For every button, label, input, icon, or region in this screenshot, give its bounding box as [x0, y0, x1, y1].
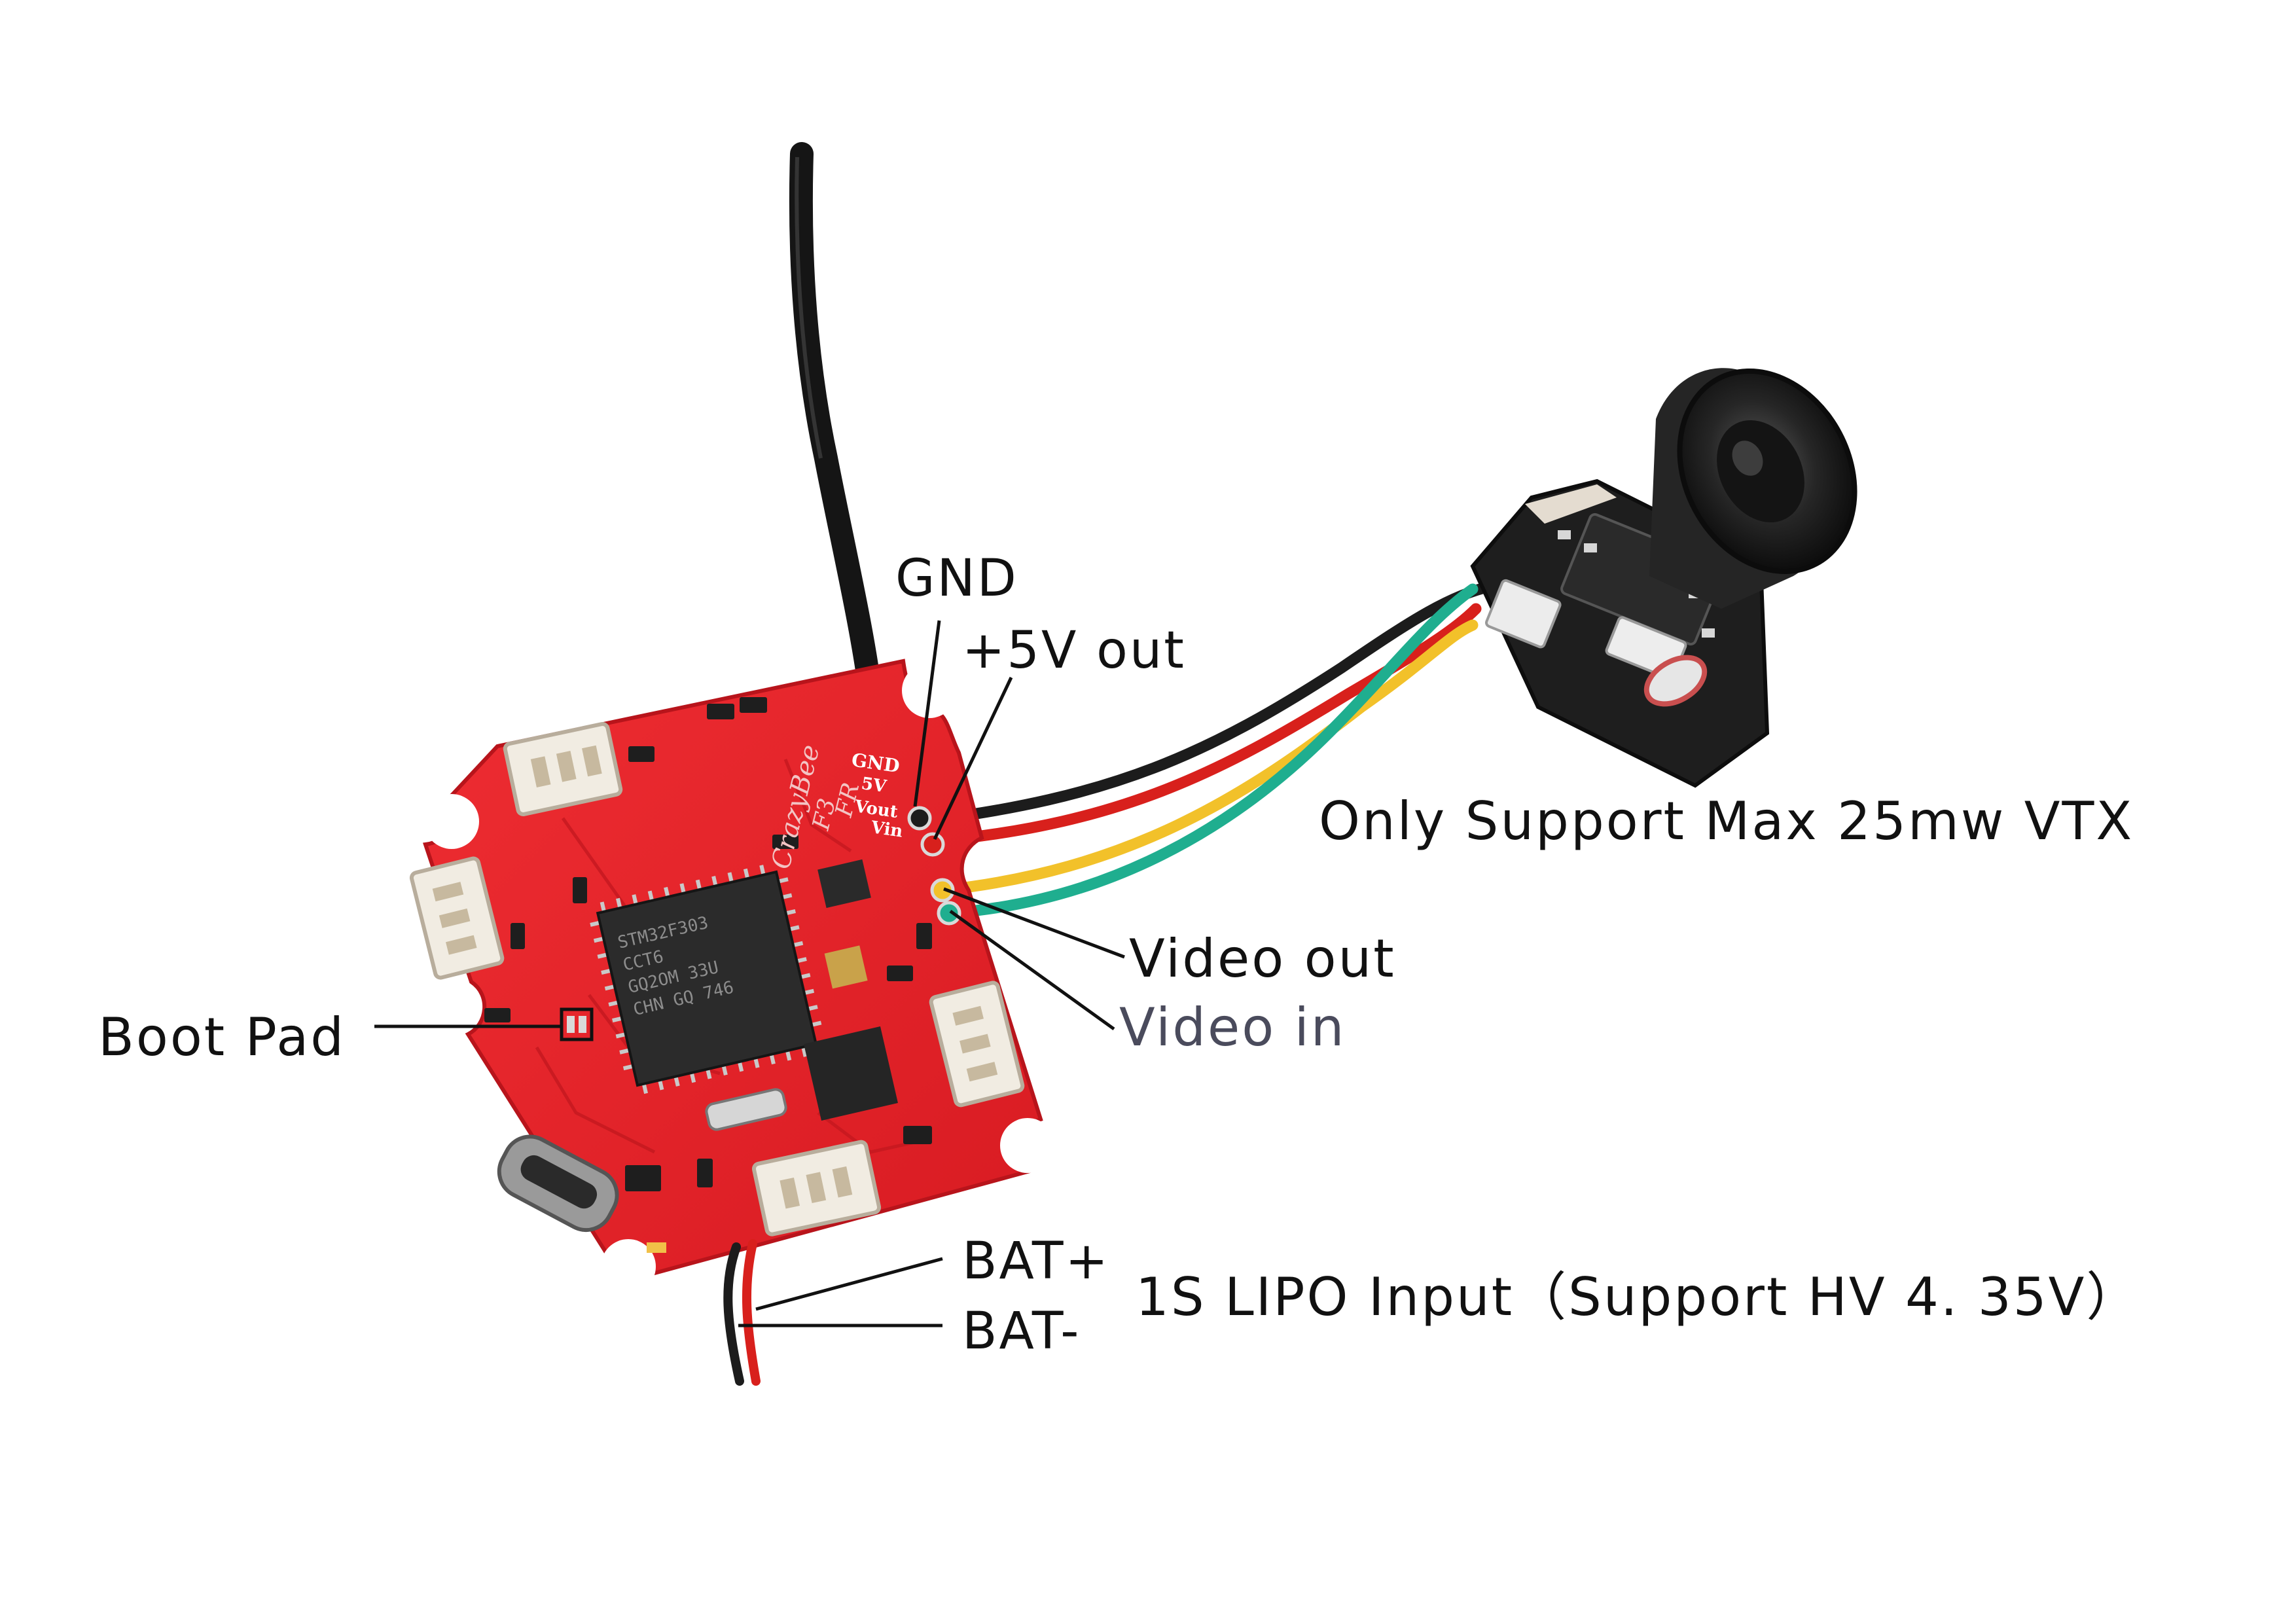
solder-pads	[907, 806, 961, 926]
micro-usb-port-icon	[497, 1134, 619, 1233]
boot-pad	[560, 1007, 594, 1041]
connector-bottom	[751, 1140, 882, 1236]
label-lipo-note: 1S LIPO Input（Support HV 4. 35V）	[1136, 1267, 2141, 1327]
label-boot-pad: Boot Pad	[98, 1007, 346, 1068]
leader-gnd	[913, 620, 941, 807]
camera-wire-bundle	[914, 580, 1498, 919]
label-video-in: Video in	[1119, 997, 1346, 1058]
silk-pad-5v: 5V	[860, 774, 888, 797]
leader-video-out	[943, 887, 1125, 959]
battery-leads	[723, 1239, 761, 1386]
led	[647, 1242, 666, 1253]
leader-video-in	[949, 909, 1115, 1031]
connector-left	[409, 856, 505, 980]
label-gnd: GND	[895, 549, 1018, 608]
fpv-camera-icon	[1470, 368, 1857, 788]
flight-controller-board-icon: STM32F303 CCT6 GQ2OM 33U CHN GQ 746	[409, 659, 1055, 1294]
connector-right	[929, 981, 1025, 1108]
leader-bat-plus	[755, 1257, 943, 1311]
label-video-out: Video out	[1129, 928, 1396, 989]
antenna-wire-icon	[789, 142, 885, 721]
regulator-chip	[817, 859, 871, 909]
label-bat-minus: BAT-	[962, 1302, 1081, 1361]
silk-pad-vin: Vin	[869, 818, 904, 842]
label-bat-plus: BAT+	[962, 1232, 1110, 1291]
label-5v-out: +5V out	[962, 621, 1186, 680]
crystal	[705, 1088, 787, 1131]
leader-5v-out	[933, 676, 1013, 840]
mcu-chip: STM32F303 CCT6 GQ2OM 33U CHN GQ 746	[590, 865, 822, 1094]
connector-top	[503, 722, 623, 816]
gyro-chip	[804, 1026, 898, 1121]
smd-components	[484, 697, 932, 1191]
leader-lines	[374, 620, 1125, 1327]
label-vtx-note: Only Support Max 25mw VTX	[1319, 791, 2134, 852]
rx-chip	[824, 945, 868, 989]
